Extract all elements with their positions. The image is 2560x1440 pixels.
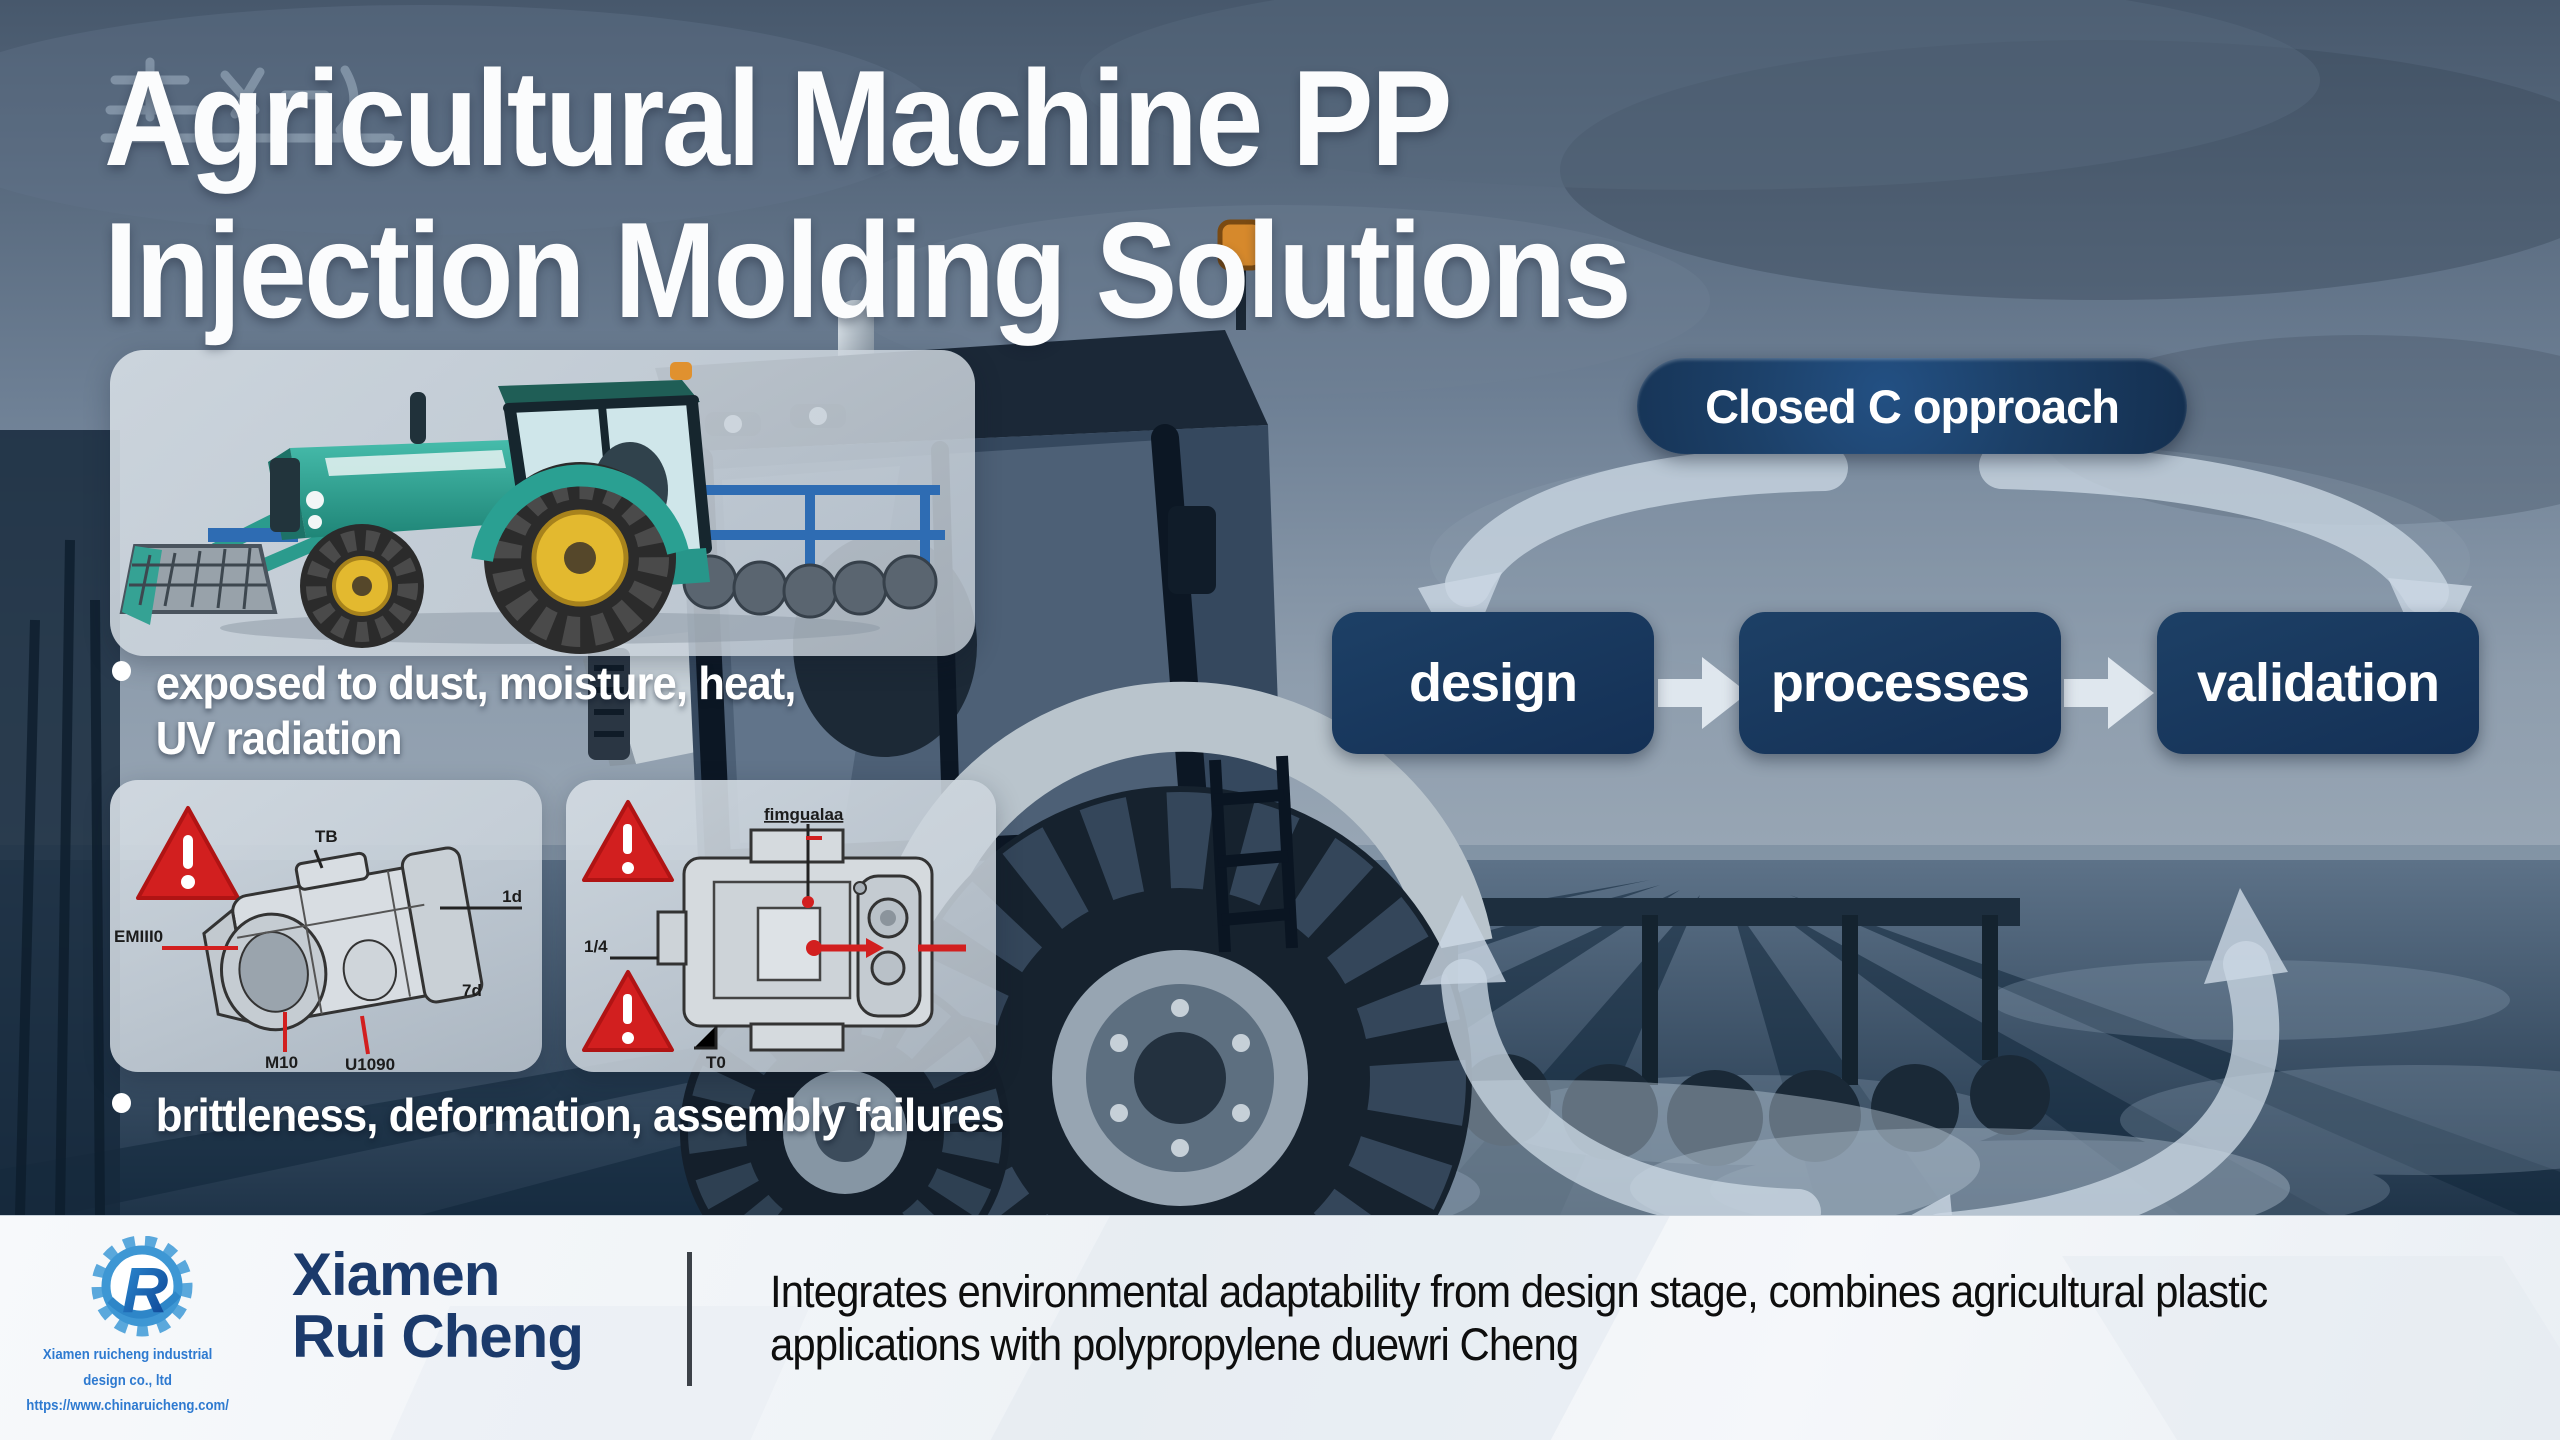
page-title: Agricultural Machine PP Injection Moldin… [104, 42, 1632, 347]
bullet-dot [112, 1093, 131, 1113]
brand-name-line2: Rui Cheng [292, 1303, 584, 1371]
flow-step-label: design [1408, 653, 1578, 713]
company-gear-logo-icon: R [91, 1236, 193, 1337]
drawing-b-label-left: 1/4 [584, 937, 608, 956]
flow-step-processes: processes [1739, 612, 2061, 754]
flow-header-label: Closed C opproach [1705, 379, 2120, 433]
drawing-a-label-top: TB [315, 827, 338, 846]
drawing-a-label-mid-right: 7d [462, 981, 482, 1000]
brand-name: Xiamen Rui Cheng [292, 1241, 584, 1371]
drawing-b-label-top: fimgualaa [764, 805, 844, 824]
svg-text:R: R [122, 1254, 168, 1326]
bullet2-text: brittleness, deformation, assembly failu… [155, 1089, 1005, 1141]
drawing-a-label-bottom-left: M10 [265, 1053, 298, 1072]
bullet-exposure: exposed to dust, moisture, heat, UV radi… [112, 656, 1043, 766]
footer-divider [687, 1252, 692, 1386]
watermark-glyphs [100, 57, 395, 143]
bullet1-line2: UV radiation [155, 712, 403, 765]
drawing-b-label-bottom: T0 [706, 1053, 726, 1072]
bullet1-line1: exposed to dust, moisture, heat, [155, 657, 797, 709]
drawing-a-label-bottom-center: U1090 [345, 1055, 395, 1072]
brand-name-line1: Xiamen [292, 1241, 500, 1308]
footer-description: Integrates environmental adaptability fr… [770, 1266, 2407, 1371]
gearbox-drawing [656, 828, 934, 1052]
tractor-illustration-panel [110, 350, 975, 656]
footer-description-line1: Integrates environmental adaptability fr… [770, 1266, 2268, 1317]
warning-icon [582, 970, 674, 1052]
footer-description-line2: applications with polypropylene duewri C… [770, 1318, 1579, 1370]
company-name-line: Xiamen ruicheng industrial design co., l… [42, 1346, 213, 1389]
flow-step-label: validation [2196, 653, 2440, 713]
company-info: Xiamen ruicheng industrial design co., l… [22, 1342, 233, 1419]
bullet-dot [112, 661, 131, 681]
flow-step-design: design [1332, 612, 1654, 754]
title-line2: Injection Molding Solutions [104, 194, 1632, 347]
defect-drawing-panel-gearbox: fimgualaa 1/4 T0 [566, 780, 996, 1072]
defect-drawing-panel-housing: TB EMIII0 1d 7d M10 U1090 [110, 780, 542, 1074]
flow-step-validation: validation [2157, 612, 2479, 754]
title-line1: Agricultural Machine PP [104, 42, 1453, 194]
tractor-illustration [119, 362, 945, 654]
warning-icon [582, 800, 674, 882]
drawing-a-label-right: 1d [502, 887, 522, 906]
drawing-a-label-left: EMIII0 [114, 927, 163, 946]
company-website-link[interactable]: https://www.chinaruicheng.com/ [26, 1397, 229, 1414]
housing-drawing [202, 846, 484, 1032]
flow-header-pill: Closed C opproach [1637, 358, 2187, 454]
flow-step-label: processes [1770, 653, 2030, 713]
warning-icon [136, 806, 240, 900]
bullet-failures: brittleness, deformation, assembly failu… [112, 1088, 1157, 1143]
